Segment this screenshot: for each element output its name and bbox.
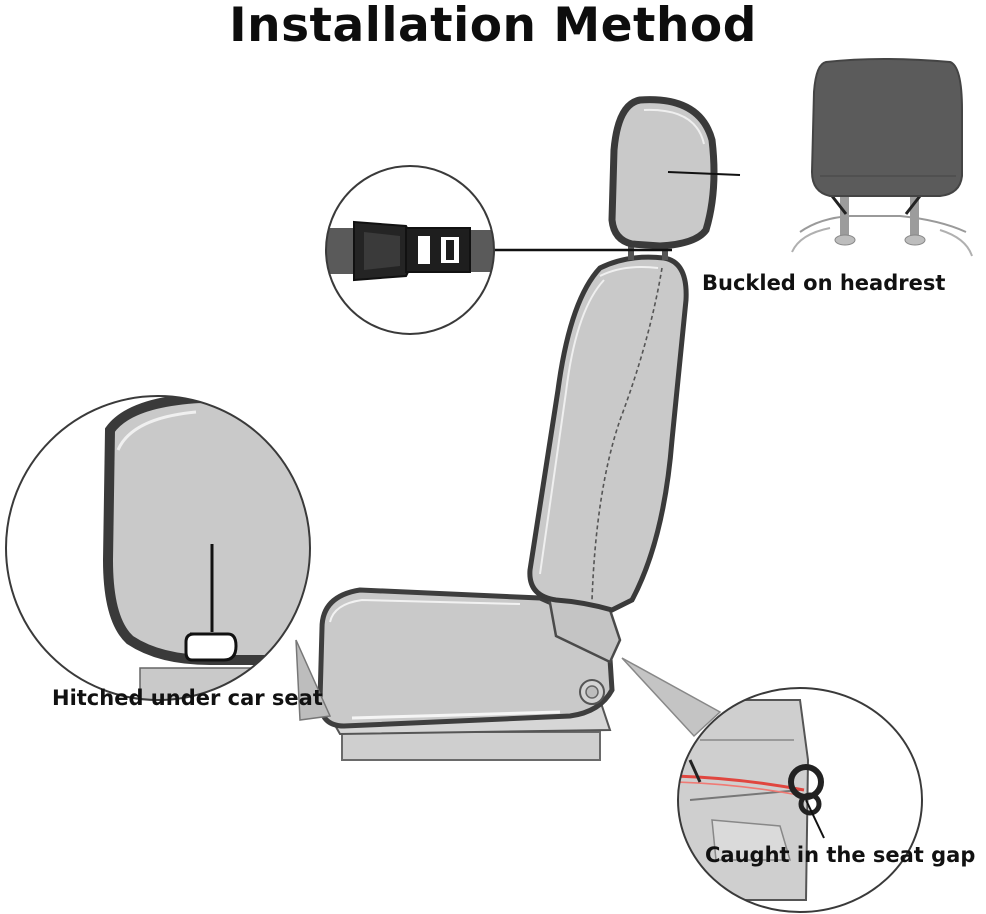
- headrest: [608, 96, 718, 250]
- label-caught-in-seat-gap: Caught in the seat gap: [705, 843, 976, 867]
- buckle-detail-circle: [325, 165, 495, 335]
- headrest-photo: [791, 58, 973, 257]
- seat-gap-detail-circle: [621, 657, 923, 913]
- backrest: [527, 254, 689, 613]
- hook-knot: [788, 764, 824, 816]
- seat-rail: [341, 731, 601, 761]
- label-buckled-on-headrest: Buckled on headrest: [702, 271, 946, 295]
- seat-cushion: [317, 587, 615, 729]
- label-hitched-under-car-seat: Hitched under car seat: [52, 686, 323, 710]
- page-title: Installation Method: [229, 0, 757, 53]
- under-seat-detail-circle: [5, 395, 332, 721]
- car-seat: [317, 96, 741, 761]
